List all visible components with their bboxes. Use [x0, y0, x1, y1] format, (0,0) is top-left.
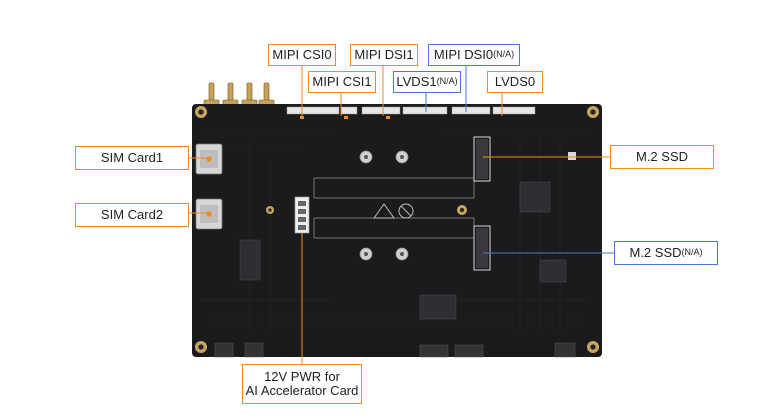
m2-slots — [473, 136, 491, 271]
pwr-line2-text: AI Accelerator Card — [245, 383, 359, 398]
mipi-csi1-label: MIPI CSI1 — [308, 71, 376, 93]
lvds1-label: LVDS1(N/A) — [393, 71, 461, 93]
lvds1-text: LVDS1 — [396, 73, 437, 89]
pwr-label: 12V PWR for AI Accelerator Card — [242, 364, 362, 404]
m2-ssd-na-text: M.2 SSD — [629, 244, 682, 260]
mipi-csi1-text: MIPI CSI1 — [312, 73, 372, 89]
sim-card1-label: SIM Card1 — [75, 146, 189, 170]
sim-card1-text: SIM Card1 — [100, 149, 164, 165]
mipi-dsi0-suffix: (N/A) — [493, 49, 515, 60]
mipi-csi0-label: MIPI CSI0 — [268, 44, 336, 66]
m2-ssd-na-label: M.2 SSD(N/A) — [614, 241, 718, 265]
sim-card2-text: SIM Card2 — [100, 206, 164, 222]
mipi-dsi1-text: MIPI DSI1 — [354, 46, 414, 62]
pcb-board — [192, 104, 602, 357]
mipi-dsi0-text: MIPI DSI0 — [433, 46, 494, 62]
silkscreen-logos — [373, 203, 414, 219]
mipi-dsi1-label: MIPI DSI1 — [350, 44, 418, 66]
pwr-line1-text: 12V PWR for — [264, 368, 340, 384]
sma-antenna-connectors — [203, 82, 275, 107]
mipi-csi0-text: MIPI CSI0 — [272, 46, 332, 62]
m2-ssd-label: M.2 SSD — [610, 145, 714, 169]
sim-slots — [195, 143, 223, 230]
power-header — [294, 196, 310, 234]
lvds1-suffix: (N/A) — [436, 76, 458, 87]
mounting-holes — [195, 106, 599, 353]
sim-card2-label: SIM Card2 — [75, 203, 189, 227]
m2-ssd-text: M.2 SSD — [635, 148, 688, 164]
mipi-dsi0-label: MIPI DSI0(N/A) — [428, 44, 520, 66]
top-fpc-connectors — [286, 106, 536, 115]
m2-ssd-na-suffix: (N/A) — [681, 247, 703, 258]
lvds0-text: LVDS0 — [494, 73, 536, 89]
lvds0-label: LVDS0 — [487, 71, 543, 93]
